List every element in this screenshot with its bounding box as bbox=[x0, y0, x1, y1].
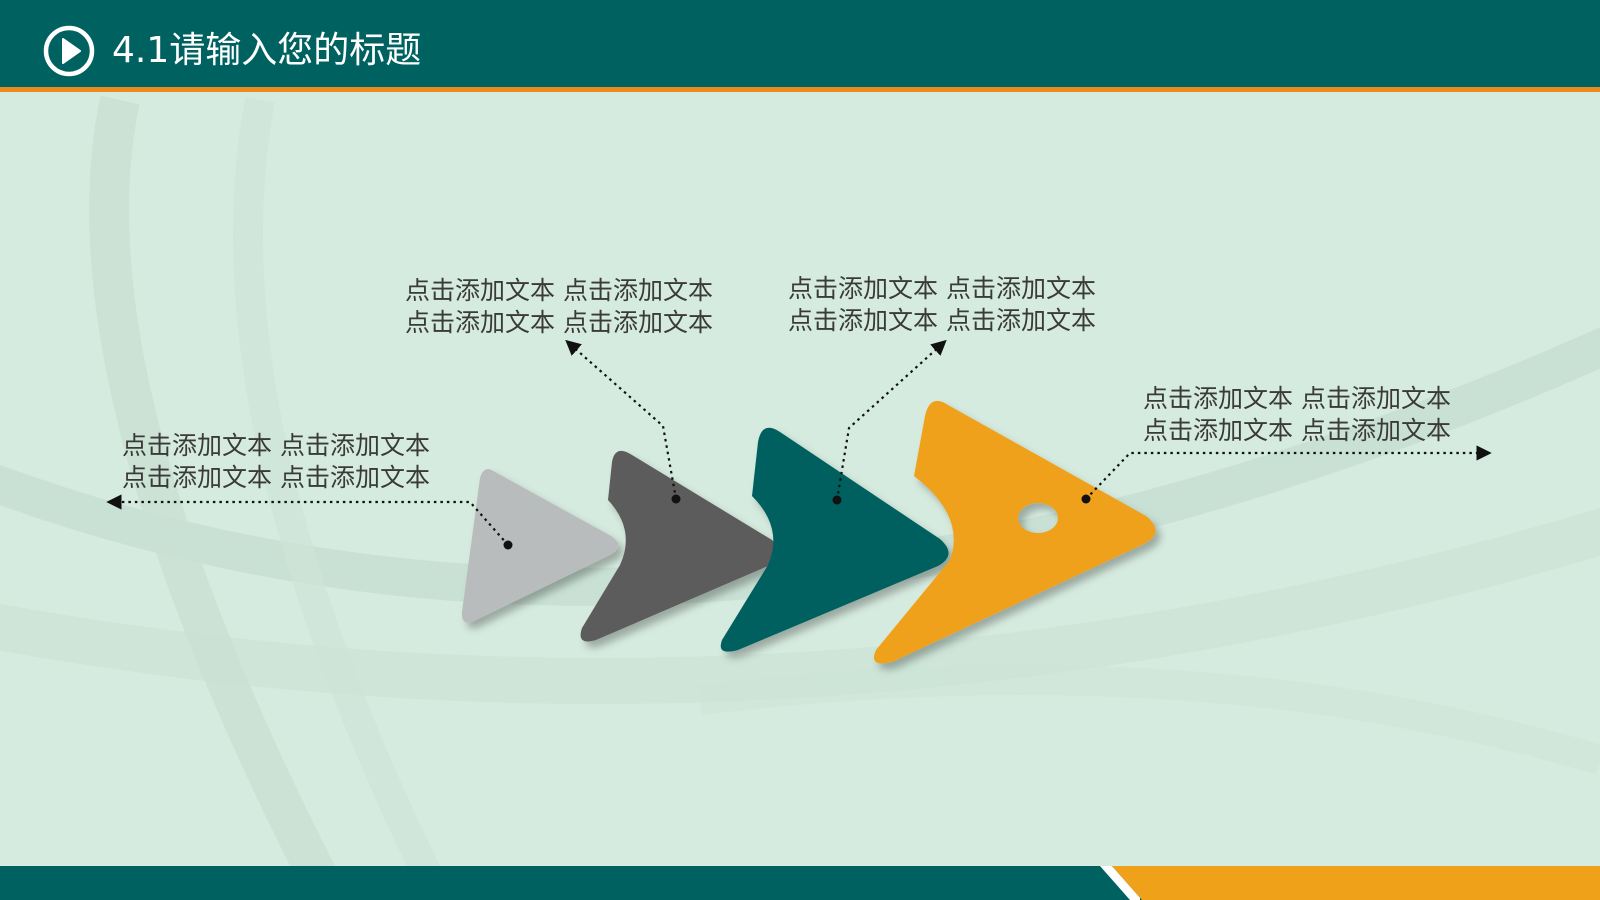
callout-4-line-1: 点击添加文本 点击添加文本 bbox=[1143, 384, 1451, 413]
anchor-dot-4 bbox=[1081, 494, 1091, 504]
callout-4-line-2: 点击添加文本 点击添加文本 bbox=[1143, 416, 1451, 445]
play-circle-icon bbox=[43, 25, 95, 77]
leader-line-3 bbox=[835, 339, 947, 501]
page-title: 4.1请输入您的标题 bbox=[112, 30, 422, 71]
callout-1-line-1: 点击添加文本 点击添加文本 bbox=[122, 431, 430, 460]
callout-3-line-2: 点击添加文本 点击添加文本 bbox=[788, 306, 1096, 335]
step-2-arrow bbox=[580, 450, 780, 642]
anchor-dots bbox=[503, 494, 1091, 550]
callout-text-1: 点击添加文本 点击添加文本 点击添加文本 点击添加文本 bbox=[122, 430, 430, 494]
leader-line-1 bbox=[106, 494, 509, 546]
step-4-arrow bbox=[874, 400, 1156, 664]
header-bar bbox=[0, 0, 1600, 87]
header-accent-rule bbox=[0, 87, 1600, 92]
leader-lines bbox=[106, 339, 1492, 546]
footer-accent-block bbox=[1112, 866, 1600, 900]
callout-2-line-1: 点击添加文本 点击添加文本 bbox=[405, 276, 713, 305]
callout-1-line-2: 点击添加文本 点击添加文本 bbox=[122, 463, 430, 492]
anchor-dot-3 bbox=[832, 495, 842, 505]
callout-3-line-1: 点击添加文本 点击添加文本 bbox=[788, 274, 1096, 303]
callout-text-4: 点击添加文本 点击添加文本 点击添加文本 点击添加文本 bbox=[1143, 383, 1451, 447]
callout-2-line-2: 点击添加文本 点击添加文本 bbox=[405, 308, 713, 337]
anchor-dot-1 bbox=[503, 540, 513, 550]
callout-text-3: 点击添加文本 点击添加文本 点击添加文本 点击添加文本 bbox=[788, 273, 1096, 337]
step-1-arrow bbox=[461, 469, 619, 623]
callout-text-2: 点击添加文本 点击添加文本 点击添加文本 点击添加文本 bbox=[405, 275, 713, 339]
step-3-arrow bbox=[720, 427, 949, 652]
anchor-dot-2 bbox=[671, 494, 681, 504]
leader-line-4 bbox=[1085, 445, 1492, 500]
